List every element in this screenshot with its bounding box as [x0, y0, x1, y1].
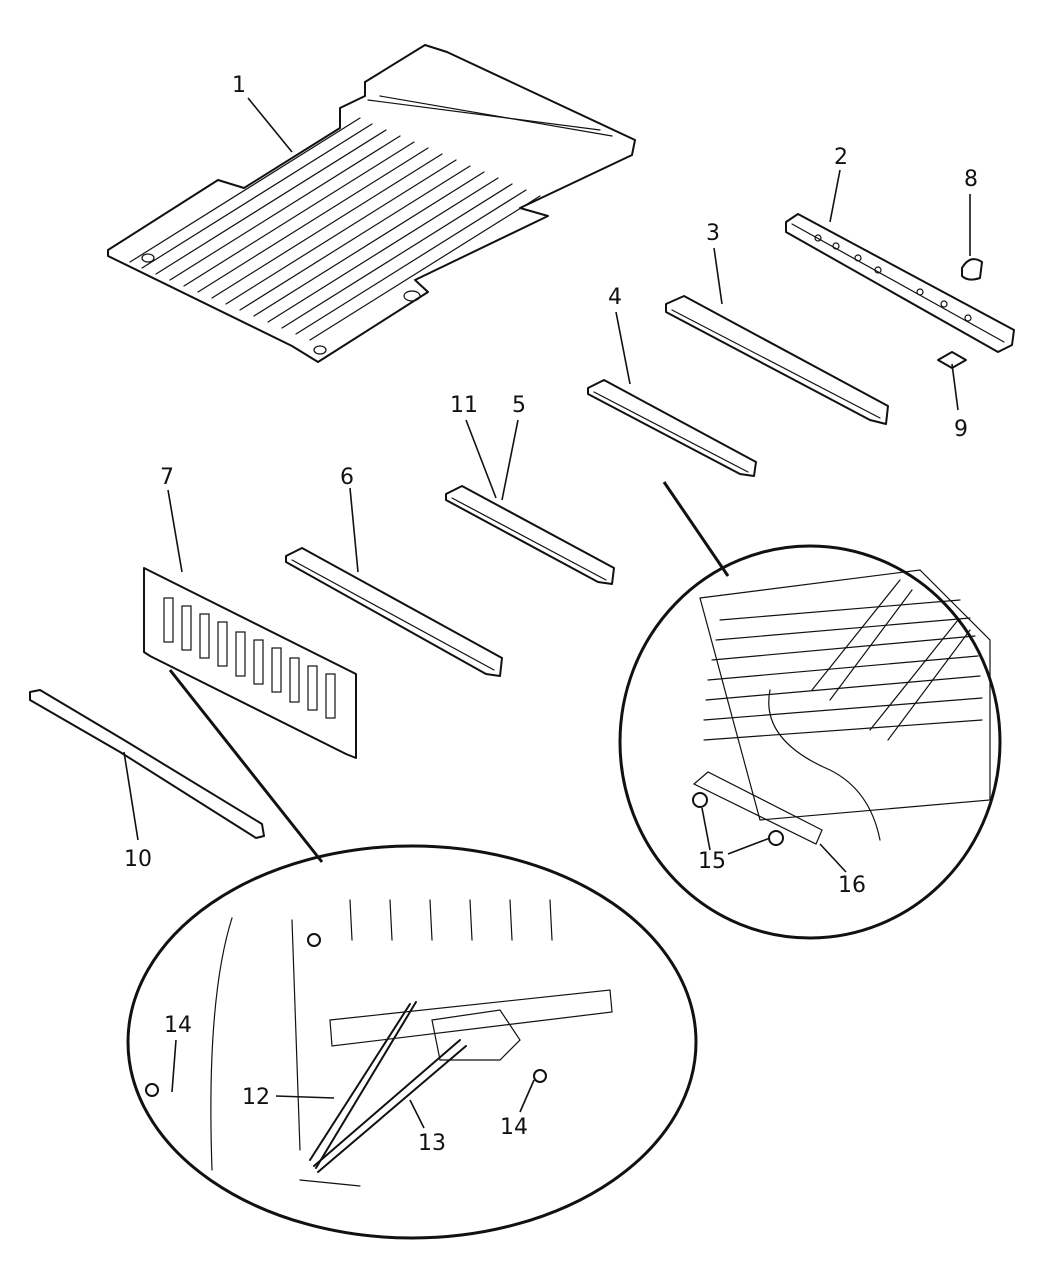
detail-right-bolts [692, 792, 784, 846]
detail-left-braces [309, 1001, 467, 1173]
callout-4: 4 [608, 285, 622, 310]
callout-16: 16 [838, 873, 866, 898]
lower-brace-bar [29, 689, 265, 839]
callout-labels: 1 2 8 3 4 9 11 5 6 7 10 14 12 13 14 15 1… [124, 73, 978, 1156]
crossmember-rail-4 [587, 379, 757, 477]
callout-14-right: 14 [500, 1115, 528, 1140]
detail-pointer-right [662, 481, 730, 577]
bed-floor-panel [107, 44, 636, 363]
callout-14-left: 14 [164, 1013, 192, 1038]
detail-pointer-left [168, 669, 324, 863]
callout-10: 10 [124, 847, 152, 872]
crossmember-rail-5 [445, 485, 615, 585]
front-crossmember [785, 213, 1015, 353]
callout-1: 1 [232, 73, 246, 98]
clip-fastener [961, 258, 983, 281]
callout-3: 3 [706, 221, 720, 246]
callout-9: 9 [954, 417, 968, 442]
detail-circle-right [618, 544, 1002, 940]
callout-7: 7 [160, 465, 174, 490]
callout-8: 8 [964, 167, 978, 192]
crossmember-rail-3 [665, 295, 889, 425]
callout-5: 5 [512, 393, 526, 418]
leader-lines [123, 97, 971, 1129]
callout-15: 15 [698, 849, 726, 874]
callout-6: 6 [340, 465, 354, 490]
detail-circle-left [126, 844, 698, 1240]
callout-2: 2 [834, 145, 848, 170]
detail-right-content [692, 569, 991, 845]
callout-11: 11 [450, 393, 478, 418]
callout-13: 13 [418, 1131, 446, 1156]
detail-left-bolts [145, 933, 547, 1097]
crossmember-rail-6 [285, 547, 503, 677]
nut-plate [937, 351, 967, 369]
callout-12: 12 [242, 1085, 270, 1110]
front-bulkhead-panel [143, 567, 357, 759]
detail-left-content [210, 899, 613, 1187]
